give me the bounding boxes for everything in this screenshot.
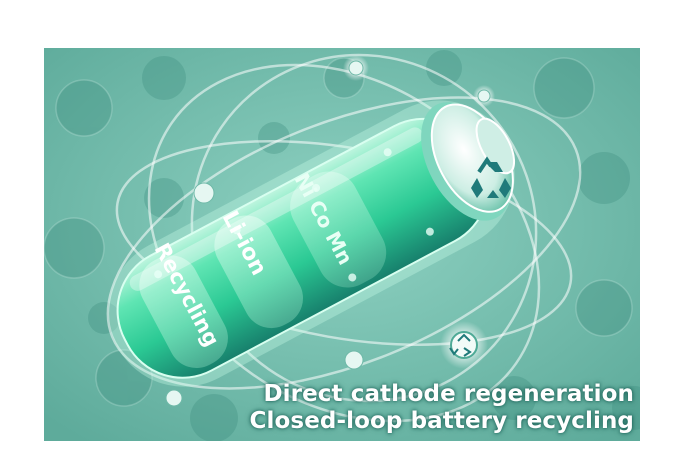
caption-line-2: Closed-loop battery recycling (249, 408, 634, 434)
orbit-nodes (165, 55, 495, 407)
recycle-icon (471, 156, 511, 198)
battery (108, 100, 516, 387)
caption-line-1: Direct cathode regeneration (263, 381, 634, 407)
particle-texture (44, 50, 640, 441)
illustration: Recycling Li-ion Ni Co Mn Direct cathode… (44, 48, 640, 441)
